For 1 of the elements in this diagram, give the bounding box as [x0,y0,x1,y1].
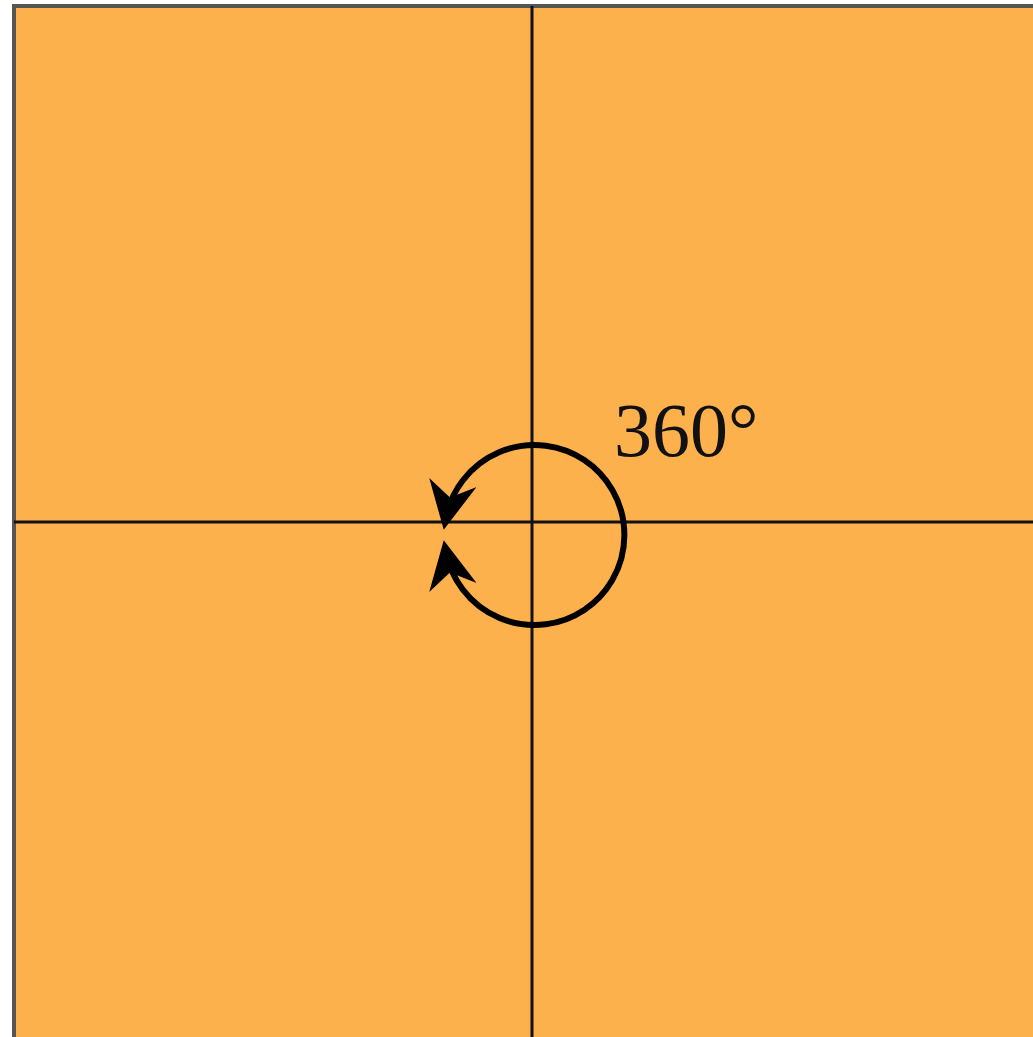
angle-label: 360° [614,392,759,468]
